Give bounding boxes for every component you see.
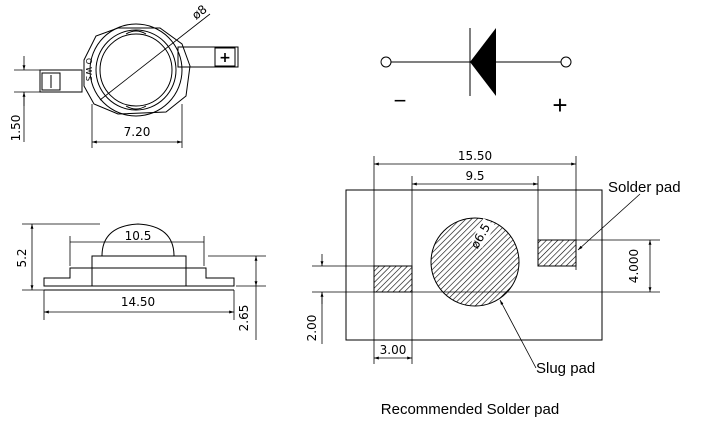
dim-diameter: ø8 <box>189 2 209 22</box>
plus-lead-box <box>214 47 236 67</box>
lens-tab-bottom <box>125 105 147 110</box>
dome <box>101 223 175 257</box>
inner-ring <box>95 29 177 111</box>
pcb-outline <box>345 189 603 341</box>
pad-layout: 15.50 9.5 ø6.5 4.000 2.00 3.00 Solder pa… <box>305 149 681 418</box>
label-solder-pad: Solder pad <box>608 179 681 196</box>
top-view: + ø8 O W S 7.20 1.50 <box>9 2 239 148</box>
solder-pad-left <box>373 265 413 293</box>
diode-triangle <box>470 28 496 96</box>
outer-ring <box>89 23 183 117</box>
symbol-minus: − <box>394 88 407 113</box>
symbol-plus: + <box>552 90 567 120</box>
dim-offset: 2.00 <box>305 315 319 342</box>
slug-label-bg <box>470 218 496 248</box>
leader-solder-pad <box>577 193 641 251</box>
cathode-terminal <box>560 56 572 68</box>
body-mark-w: W <box>84 67 93 75</box>
caption: Recommended Solder pad <box>381 401 559 418</box>
side-body <box>91 255 187 287</box>
label-slug-pad: Slug pad <box>536 360 595 377</box>
leader-slug-pad <box>499 299 537 369</box>
dim-outer: 15.50 <box>458 149 492 163</box>
side-view: 10.5 5.2 14.50 2.65 <box>15 223 266 340</box>
dim-length: 14.50 <box>121 295 155 309</box>
left-lead <box>39 69 83 93</box>
dim-base: 2.65 <box>237 305 251 332</box>
dim-dome: 10.5 <box>125 229 152 243</box>
dim-lead-height: 1.50 <box>9 115 23 142</box>
solder-pad-right <box>537 239 577 267</box>
plus-lead-label: + <box>219 50 231 66</box>
dim-width: 7.20 <box>124 125 151 139</box>
lens-tab-top <box>125 30 147 35</box>
base-plate <box>43 267 235 287</box>
body-mark-o: O <box>84 58 93 64</box>
dim-pad-height: 4.000 <box>627 249 641 283</box>
right-lead <box>177 46 239 68</box>
diode-symbol: − + <box>380 28 572 120</box>
body-mark-s: S <box>84 76 93 81</box>
minus-lead-box <box>41 72 61 91</box>
lens <box>99 33 173 107</box>
slug-pad <box>430 217 520 307</box>
dim-height: 5.2 <box>15 248 29 267</box>
anode-terminal <box>380 56 392 68</box>
dim-pad-width: 3.00 <box>380 343 407 357</box>
dim-inner: 9.5 <box>465 169 484 183</box>
diameter-leader <box>99 13 211 101</box>
